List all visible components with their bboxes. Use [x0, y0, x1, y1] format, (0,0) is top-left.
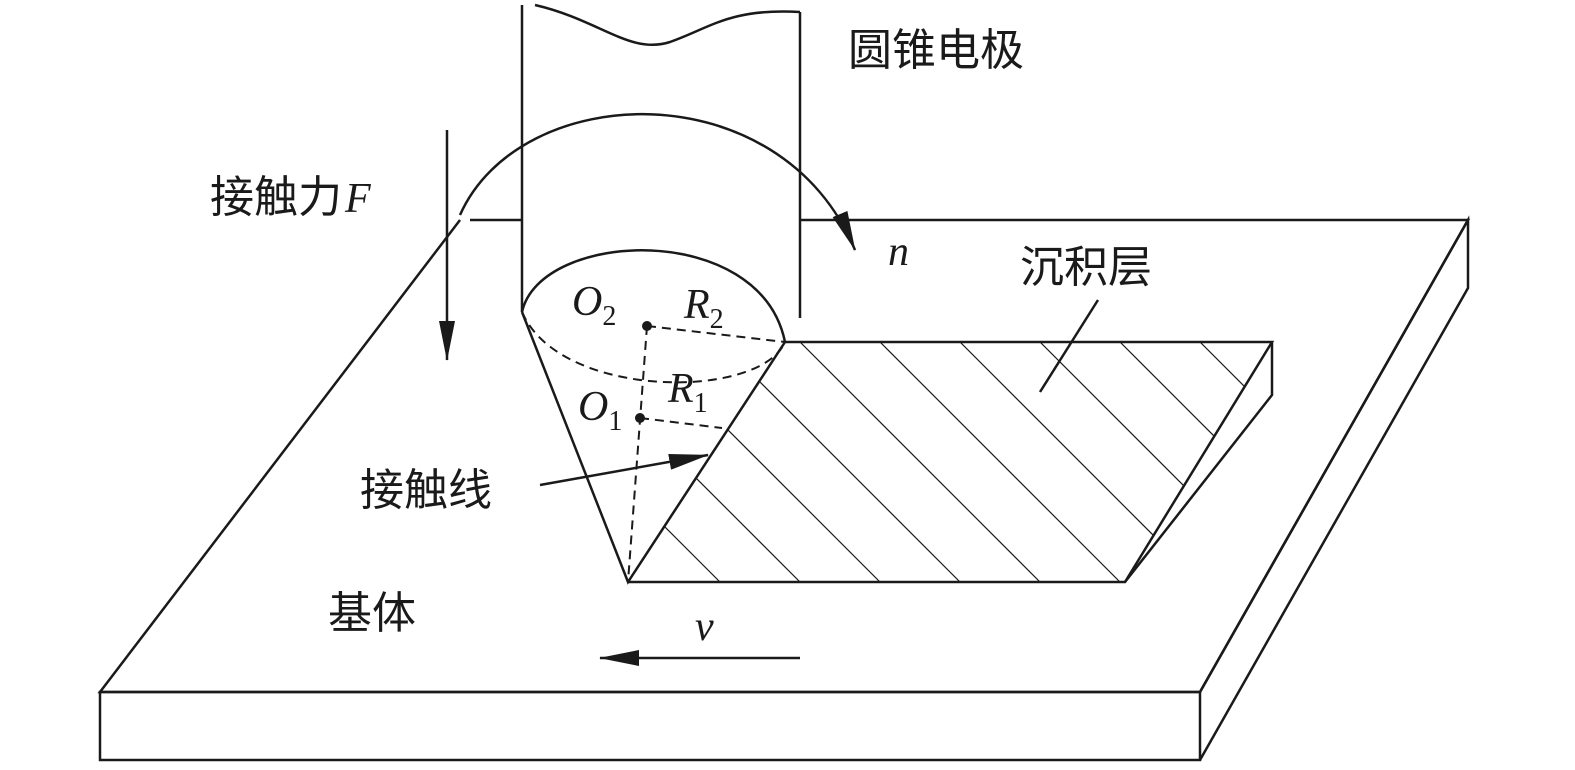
velocity-label: v	[695, 604, 714, 650]
contact-line-arrow	[539, 453, 709, 487]
contact-force-label: 接触力	[210, 172, 342, 223]
r1-label: R1	[667, 366, 708, 419]
rotation-arrow	[458, 112, 857, 251]
cone-electrode	[520, 3, 802, 585]
o1-label: O1	[578, 384, 622, 437]
o2-center-point	[642, 321, 652, 331]
contact-line-label: 接触线	[360, 465, 492, 516]
deposit-layer-label: 沉积层	[1020, 242, 1152, 293]
substrate-plate	[97, 215, 1471, 762]
rotation-label: n	[888, 229, 909, 275]
r2-label: R2	[683, 282, 724, 335]
force-symbol: F	[344, 176, 371, 222]
electrode-label: 圆锥电极	[848, 25, 1024, 76]
o2-label: O2	[572, 279, 616, 332]
substrate-label: 基体	[328, 588, 416, 639]
deposit-leader-line	[1038, 299, 1100, 393]
o1-center-point	[635, 413, 645, 423]
